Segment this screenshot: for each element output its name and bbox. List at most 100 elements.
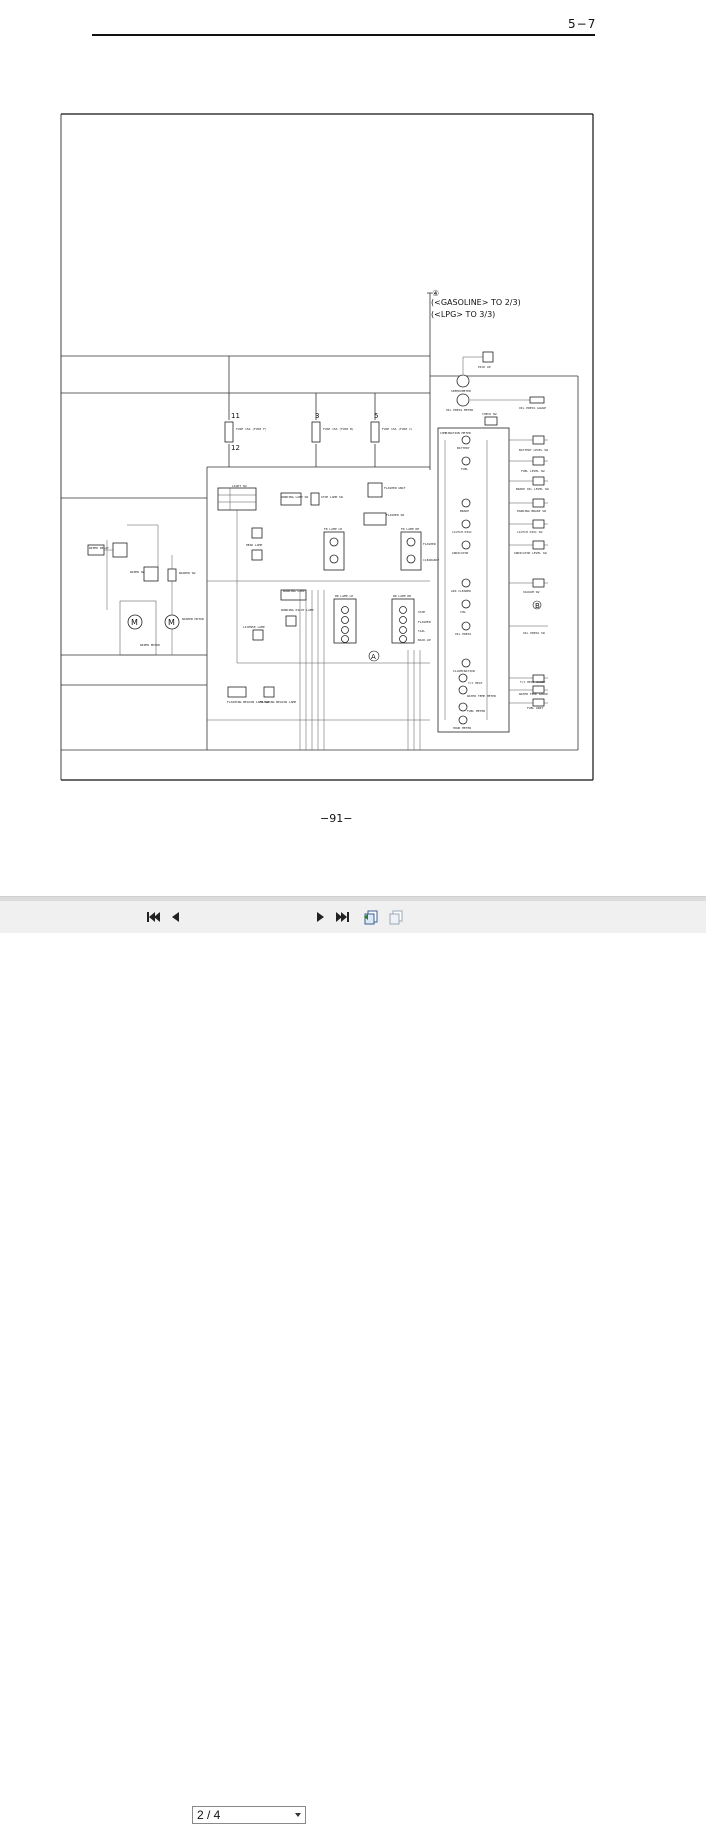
legend-lpg: (<LPG> TO 3/3) (431, 310, 495, 319)
diagram-label: T/C HEAT (468, 681, 483, 685)
diagram-label: WIPER RELAY (89, 546, 109, 550)
copy-icon (388, 909, 404, 925)
diagram-label: FLASHER SW (386, 513, 404, 517)
lamp-section: LIGHT SW HEAD LAMP WORKING LAMP SW STOP … (217, 482, 439, 750)
diagram-label: FLASHER (418, 620, 431, 624)
diagram-label: FR LAMP LH (324, 527, 342, 531)
page-mode-button[interactable] (363, 909, 379, 925)
diagram-label: BRAKE (460, 509, 469, 513)
copy-button[interactable] (388, 909, 404, 925)
diagram-label: TAIL (418, 629, 425, 633)
document-page: 5−7 ④ (<GASOLINE> TO 2/3) (<LPG> TO 3/3) (0, 0, 706, 896)
marker-b: B (535, 602, 540, 610)
diagram-label: STOP LAMP SW (321, 495, 343, 499)
diagram-label: FLASHER UNIT (384, 486, 406, 490)
diagram-label: FLASHING BEACON LAMP (260, 700, 296, 704)
diagram-label: BATTERY (457, 446, 470, 450)
fuse-1-label: FUSE 15A (FUSE F) (236, 427, 267, 431)
diagram-label: RR LAMP LH (335, 594, 353, 598)
diagram-label: OIL PRESS METER (446, 408, 473, 412)
fuse-3-label: FUSE 15A (FUSE C) (382, 427, 413, 431)
diagram-label: INDICATOR LEVEL SW (514, 551, 547, 555)
chevron-down-icon (295, 1813, 301, 1817)
diagram-label: LIGHT SW (232, 484, 247, 488)
speedometer-section: PICK UP SPEEDOMETER OIL PRESS METER OIL … (446, 351, 546, 426)
page-select-value: 2 / 4 (197, 1808, 221, 1822)
diagram-label: CLUTCH DISC SW (517, 530, 542, 534)
diagram-label: FUEL LEVEL SW (521, 469, 545, 473)
first-page-icon (145, 909, 161, 925)
fuse-2-number: 3 (315, 412, 319, 420)
diagram-label: LICENSE LAMP (243, 625, 265, 629)
fuse-1-number: 11 (231, 412, 240, 420)
first-page-button[interactable] (145, 909, 161, 925)
wiring-diagram: ④ (<GASOLINE> TO 2/3) (<LPG> TO 3/3) (60, 113, 594, 781)
last-page-icon (335, 909, 351, 925)
page-mode-icon (363, 909, 379, 925)
diagram-label: FR LAMP RH (401, 527, 419, 531)
diagram-label: FLASHER (423, 542, 436, 546)
diagram-label: CHG (460, 610, 466, 614)
previous-page-button[interactable] (168, 909, 184, 925)
main-wires (61, 293, 579, 751)
combination-meter: COMBINATION METER (437, 427, 549, 733)
diagram-label: WORKING PILOT LAMP (281, 608, 314, 612)
next-page-icon (312, 909, 328, 925)
fuse-2-label: FUSE 15A (FUSE B) (323, 427, 354, 431)
footer-page-number: −91− (320, 812, 353, 825)
diagram-label: CLEARANCE (423, 558, 439, 562)
fuse-3-number: 5 (374, 412, 378, 420)
diagram-label: M (168, 618, 175, 627)
toolbar-shade (0, 897, 706, 901)
diagram-label: HOUR METER (453, 726, 471, 730)
diagram-label: OIL PRESS (455, 632, 471, 636)
diagram-label: BATTERY LEVEL SW (519, 448, 548, 452)
legend-circle-label: ④ (432, 289, 439, 298)
diagram-label: CLUTCH DISC (452, 530, 472, 534)
diagram-label: FUEL (461, 467, 468, 471)
diagram-label: PARKING BRAKE SW (517, 509, 546, 513)
diagram-label: STOP (418, 610, 425, 614)
last-page-button[interactable] (335, 909, 351, 925)
diagram-label: WORKING LAMP SW (281, 495, 308, 499)
legend: ④ (<GASOLINE> TO 2/3) (<LPG> TO 3/3) (427, 289, 521, 319)
diagram-label: WATER TEMP METER (467, 694, 496, 698)
diagram-label: COMBINATION METER (440, 431, 471, 435)
wiper-section: WIPER RELAY WIPER SW WASHER SW M M WIPER… (87, 524, 204, 656)
marker-a: A (371, 653, 376, 661)
diagram-label: WORKING LAMP (283, 589, 305, 593)
page-select[interactable]: 2 / 4 (192, 1806, 306, 1824)
diagram-label: OIL PRESS SW (523, 631, 545, 635)
previous-page-icon (168, 909, 184, 925)
page-number: 5−7 (568, 17, 597, 31)
diagram-label: FUEL METER (467, 709, 485, 713)
diagram-label: WIPER SW (130, 570, 145, 574)
diagram-label: CHECK SW (482, 412, 497, 416)
diagram-label: WIPER MOTOR (140, 643, 160, 647)
diagram-label: INDICATOR (452, 551, 468, 555)
diagram-label: SPEEDOMETER (451, 389, 471, 393)
diagram-label: VACUUM SW (523, 590, 539, 594)
diagram-label: BRAKE OIL LEVEL SW (516, 487, 549, 491)
diagram-label: FLASHING BEACON LAMP SW (227, 700, 269, 704)
diagram-label: HEAD LAMP (246, 543, 262, 547)
legend-gasoline: (<GASOLINE> TO 2/3) (431, 298, 521, 307)
diagram-label: FUEL UNIT (527, 706, 543, 710)
diagram-border (60, 113, 594, 781)
diagram-label: WATER TEMP GAUGE (519, 692, 548, 696)
fuse-block: 11 12 3 5 FUSE 15A (FUSE F) FUSE 15A (FU… (224, 412, 413, 452)
next-page-button[interactable] (312, 909, 328, 925)
fuse-1-number-bottom: 12 (231, 444, 240, 452)
diagram-label: RR LAMP RH (393, 594, 411, 598)
diagram-label: WASHER SW (179, 571, 195, 575)
viewer-toolbar: 2 / 4 (0, 896, 706, 1824)
diagram-label: ILLUMINATION (453, 669, 475, 673)
header-rule (92, 34, 595, 36)
diagram-label: M (131, 618, 138, 627)
diagram-label: AIR CLEANER (451, 589, 471, 593)
diagram-label: BACK-UP (418, 638, 431, 642)
diagram-label: OIL PRESS GAUGE (519, 406, 546, 410)
diagram-label: PICK UP (478, 365, 491, 369)
diagram-label: T/C HEAT GAUGE (520, 680, 545, 684)
diagram-label: WASHER MOTOR (182, 617, 204, 621)
